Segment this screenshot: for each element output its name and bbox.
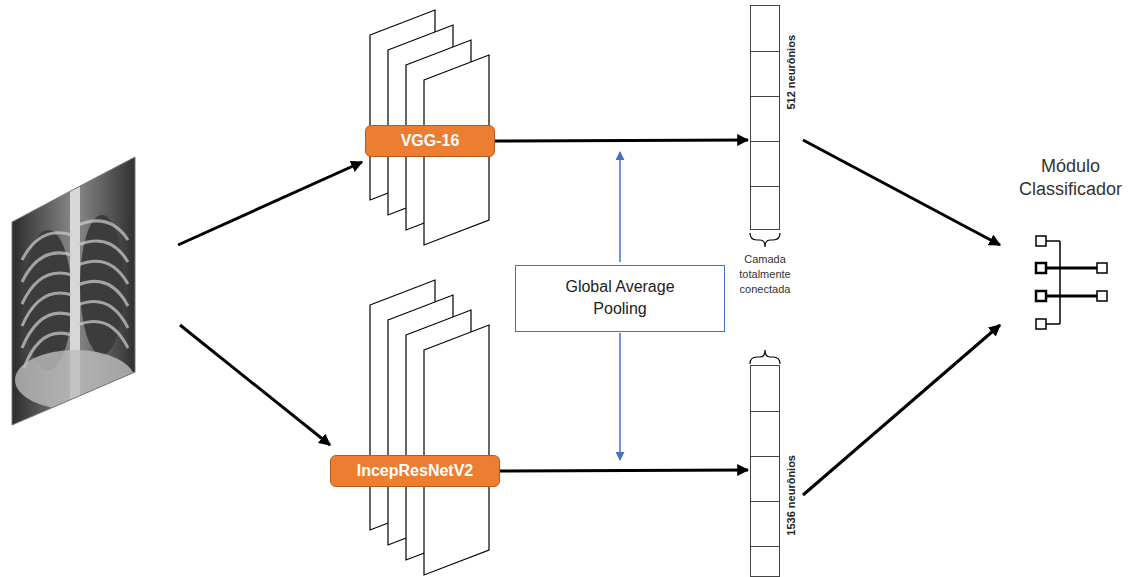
- icon-square: [1036, 319, 1046, 329]
- brace: [750, 350, 780, 364]
- neuron-vector: 512 neurônios: [748, 5, 803, 230]
- vector-cell-line: [751, 546, 779, 547]
- neuron-count: 1536 neurônios: [785, 455, 797, 536]
- icon-line: [1046, 267, 1097, 270]
- node-text: Módulo Classificador: [1000, 155, 1130, 202]
- icon-square: [1097, 291, 1107, 301]
- vector-cell-line: [751, 96, 779, 97]
- process-box: Global Average Pooling: [515, 265, 725, 332]
- icon-line: [1059, 241, 1061, 324]
- vector-bar: [750, 5, 780, 230]
- node-text: VGG-16: [401, 132, 460, 149]
- vector-cell-line: [751, 141, 779, 142]
- node-text: IncepResNetV2: [357, 462, 474, 479]
- input-arrow: [178, 162, 362, 245]
- input-arrow: [180, 325, 330, 445]
- xray-ground: [10, 150, 140, 430]
- vector-cell-line: [751, 186, 779, 187]
- feature-map-stack: [370, 280, 489, 575]
- vector-cell-line: [751, 501, 779, 502]
- neuron-count: 512 neurônios: [785, 35, 797, 110]
- xray-ribs: [22, 221, 128, 368]
- feature-map: [424, 325, 489, 575]
- icon-square: [1036, 236, 1046, 246]
- flow-arrow: [803, 140, 1000, 245]
- layer-label: Camada totalmente conectada: [727, 252, 803, 297]
- flow-arrow: [495, 140, 748, 141]
- xray-lung: [24, 230, 72, 370]
- icon-line: [1046, 240, 1060, 242]
- brace: [750, 233, 780, 247]
- icon-square: [1036, 263, 1046, 273]
- neuron-vector: 1536 neurônios: [748, 365, 803, 577]
- xray-frame: [12, 157, 135, 425]
- icon-line: [1046, 295, 1097, 298]
- vector-cell-line: [751, 456, 779, 457]
- icon-line: [1046, 323, 1060, 325]
- classifier-module: Módulo Classificador: [1000, 155, 1130, 345]
- icon-square: [1036, 291, 1046, 301]
- model-label: VGG-16: [365, 125, 495, 157]
- vector-bar: [750, 365, 780, 577]
- model-label: IncepResNetV2: [330, 455, 500, 487]
- icon-square: [1097, 263, 1107, 273]
- flow-arrow: [803, 325, 1000, 495]
- xray-image: [10, 150, 140, 430]
- node-text: Global Average Pooling: [545, 276, 695, 321]
- pointer-arrow: [619, 152, 621, 262]
- pointer-arrow: [619, 333, 621, 460]
- vector-cell-line: [751, 51, 779, 52]
- vector-cell-line: [751, 411, 779, 412]
- classifier-icon: [1036, 236, 1107, 329]
- flow-arrow: [500, 470, 748, 471]
